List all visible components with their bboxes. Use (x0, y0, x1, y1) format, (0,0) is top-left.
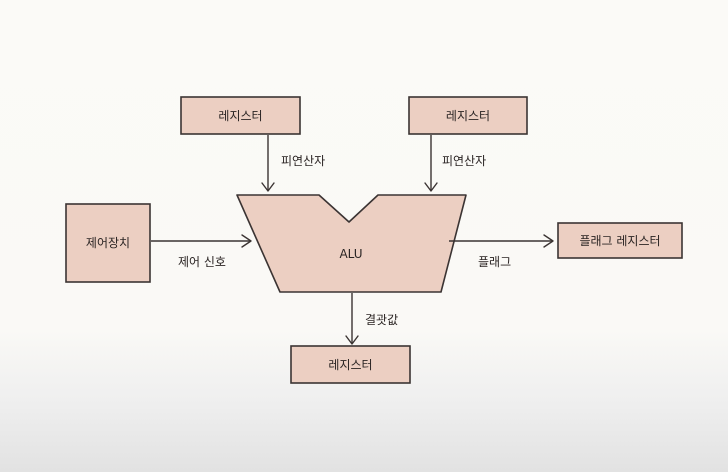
result-label: 결괏값 (365, 313, 398, 327)
result-arrow (345, 293, 359, 345)
alu-block: ALU (236, 194, 467, 293)
register-top-right-box: 레지스터 (408, 96, 528, 135)
operand-right-arrow (424, 135, 438, 192)
flag-register-box: 플래그 레지스터 (557, 222, 683, 259)
control-unit-label: 제어장치 (86, 236, 130, 250)
flag-arrow (449, 234, 554, 248)
control-signal-label: 제어 신호 (178, 255, 226, 269)
flag-label: 플래그 (478, 255, 511, 269)
register-top-left-label: 레지스터 (218, 109, 262, 123)
control-signal-arrow (151, 234, 252, 248)
operand-right-label: 피연산자 (442, 154, 486, 168)
control-unit-box: 제어장치 (65, 203, 151, 283)
alu-label: ALU (339, 247, 362, 261)
register-top-right-label: 레지스터 (446, 109, 490, 123)
flag-register-label: 플래그 레지스터 (579, 234, 660, 248)
register-top-left-box: 레지스터 (180, 96, 301, 135)
operand-left-arrow (261, 135, 275, 192)
alu-shape (236, 194, 467, 293)
register-bottom-box: 레지스터 (290, 345, 411, 384)
register-bottom-label: 레지스터 (328, 358, 372, 372)
operand-left-label: 피연산자 (281, 154, 325, 168)
